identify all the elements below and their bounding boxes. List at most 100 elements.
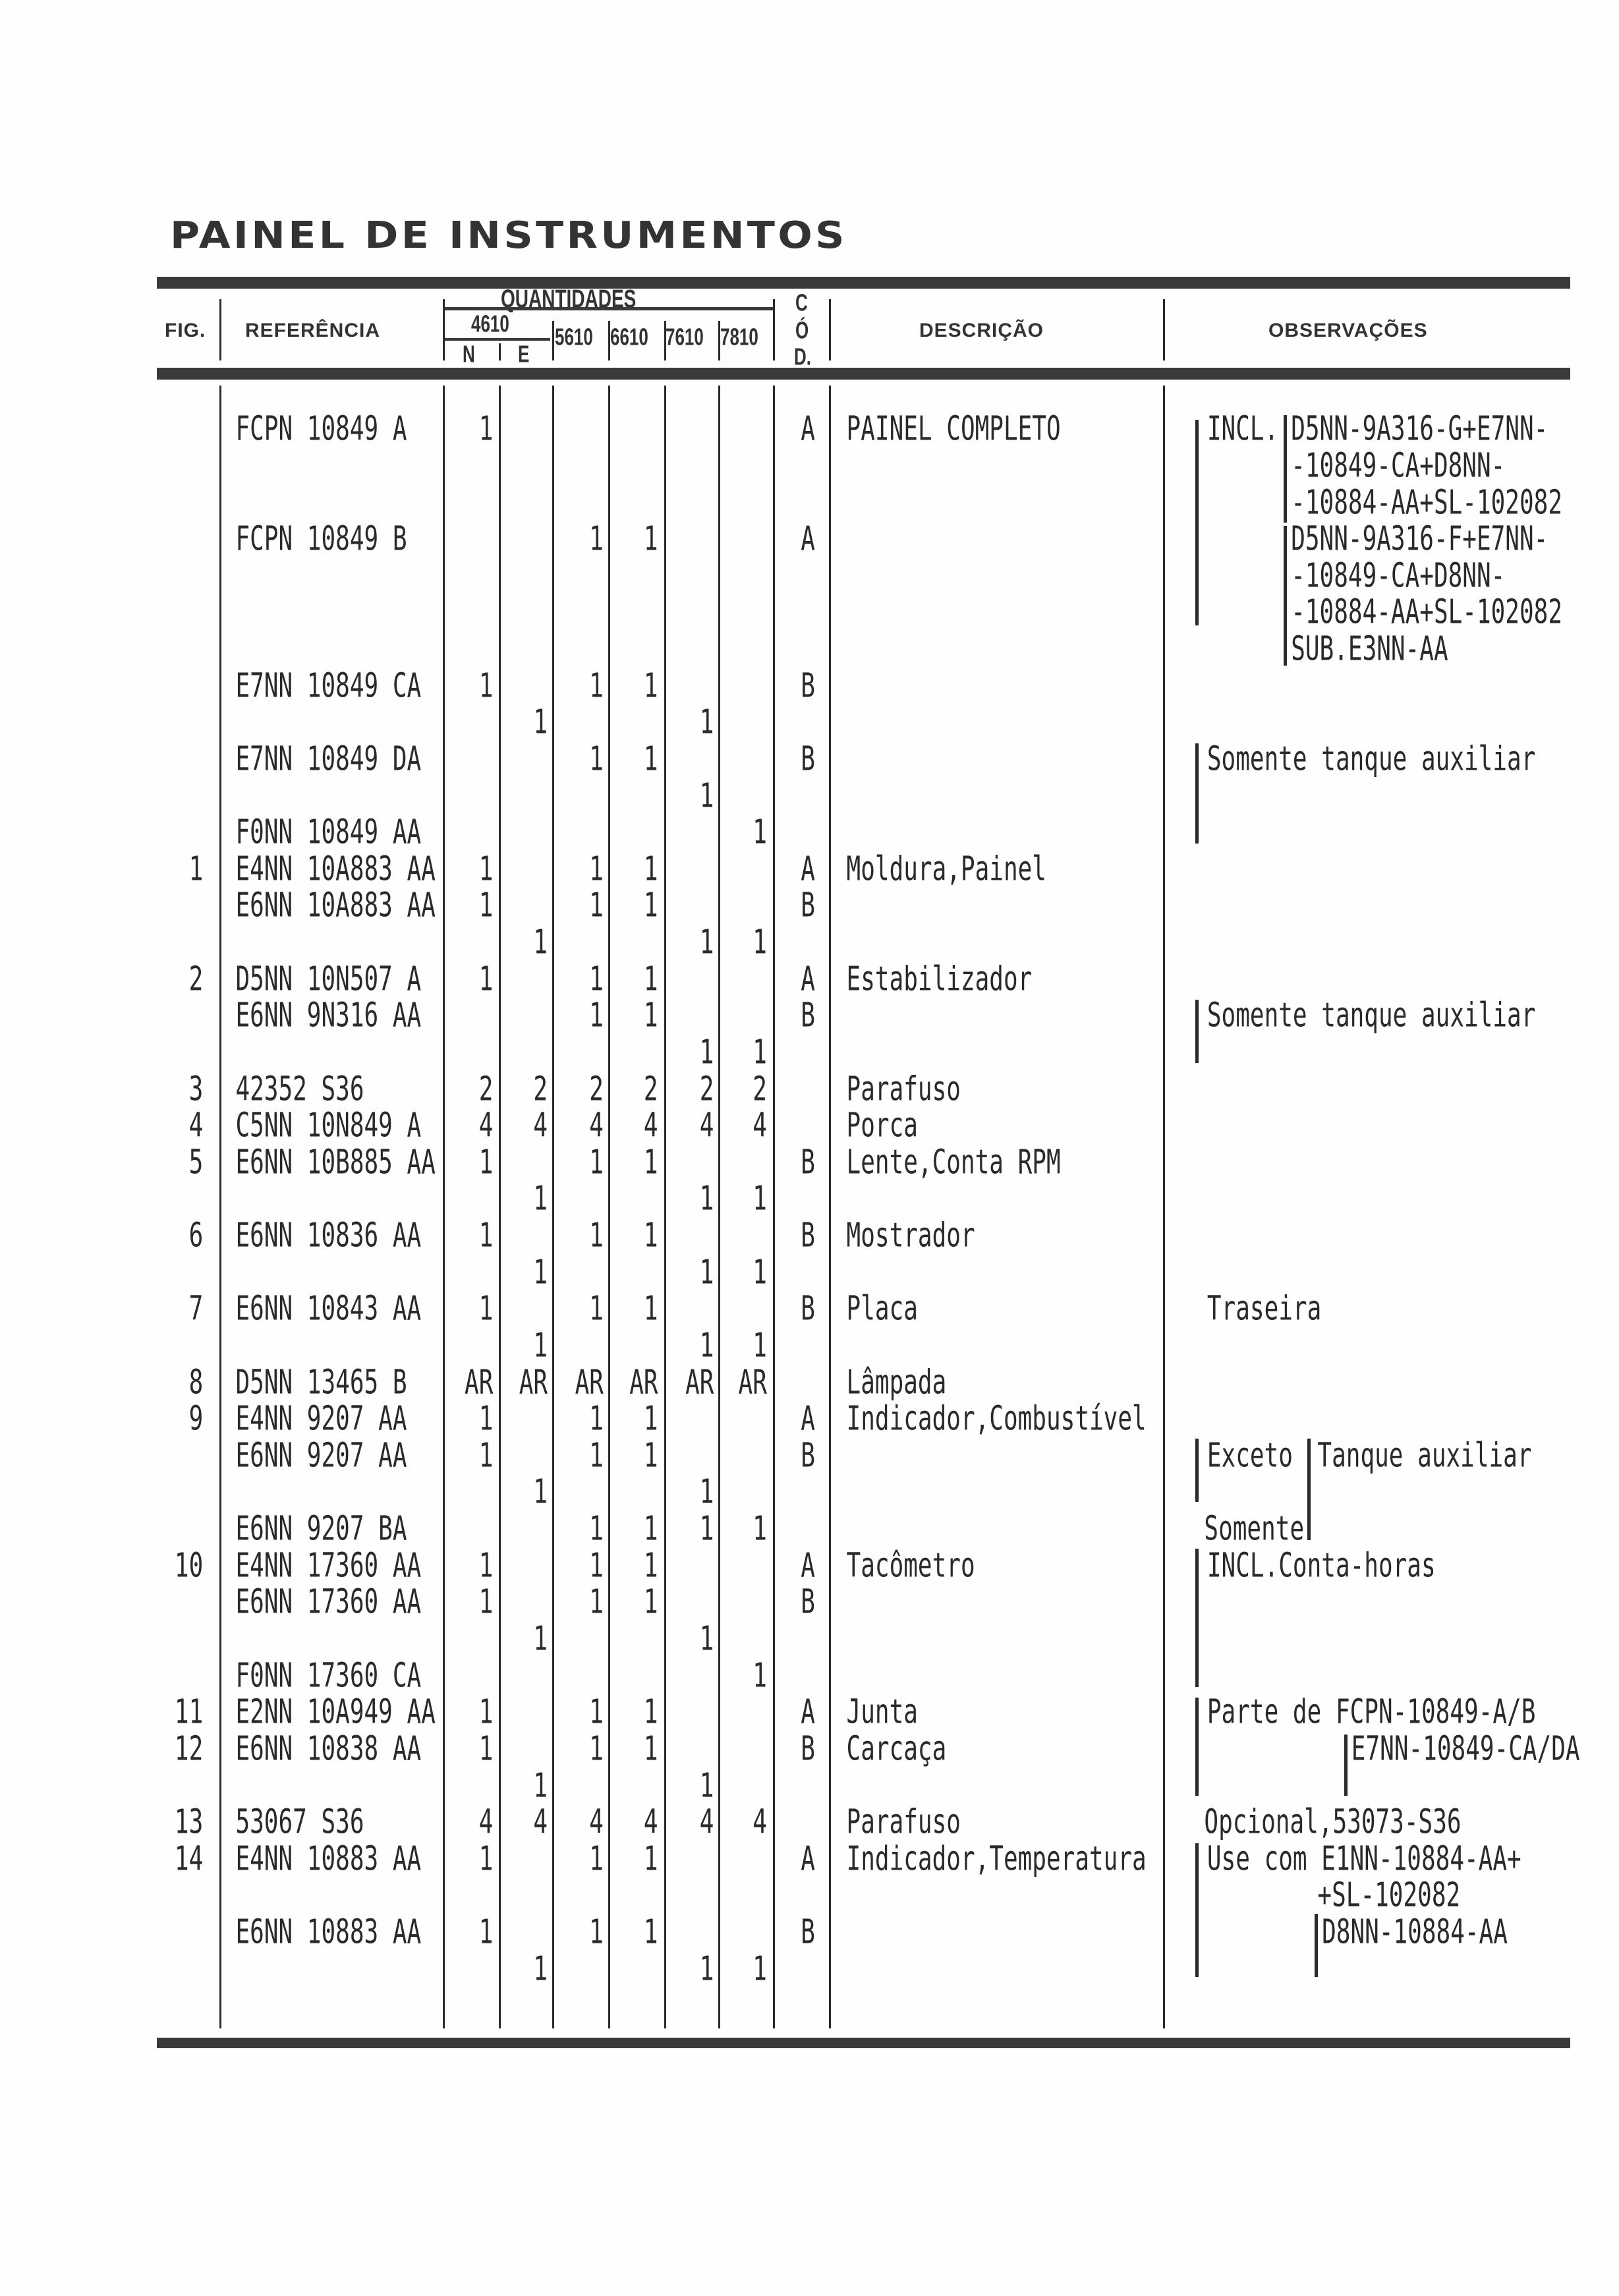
- cod-letter: A: [801, 520, 815, 559]
- header-divider: [219, 299, 221, 361]
- header-n: N: [463, 339, 475, 368]
- part-reference: E6NN 10A883 AA: [235, 887, 436, 925]
- quantity-cell: 1: [753, 1180, 767, 1219]
- quantity-cell: 1: [753, 1253, 767, 1292]
- quantity-cell: 1: [589, 1400, 604, 1439]
- observation-text: Somente tanque auxiliar: [1207, 996, 1536, 1035]
- fig-number: 14: [174, 1840, 204, 1878]
- observation-text: E7NN-10849-CA/DA: [1351, 1730, 1580, 1768]
- quantity-cell: 1: [589, 887, 604, 925]
- quantity-cell: 1: [478, 1400, 494, 1439]
- bracket-bar: [1307, 1438, 1311, 1540]
- observation-text: SUB.E3NN-AA: [1291, 630, 1448, 669]
- quantity-cell: 1: [478, 887, 494, 925]
- quantity-cell: AR: [685, 1363, 714, 1402]
- cod-letter: B: [801, 1217, 815, 1255]
- observation-text: Opcional,53073-S36: [1204, 1803, 1462, 1842]
- quantity-cell: 1: [589, 1217, 604, 1255]
- observation-text: -10884-AA+SL-102082: [1291, 484, 1563, 522]
- quantity-cell: 1: [643, 1400, 658, 1439]
- quantity-cell: 1: [643, 1693, 658, 1732]
- part-reference: FCPN 10849 B: [235, 520, 407, 559]
- quantity-cell: 1: [478, 1693, 494, 1732]
- quantity-cell: 4: [533, 1803, 548, 1842]
- quantity-cell: 1: [643, 1217, 658, 1255]
- quantity-cell: 1: [643, 1840, 658, 1878]
- quantity-cell: 4: [699, 1106, 714, 1145]
- column-divider: [552, 386, 554, 2029]
- part-reference: 53067 S36: [235, 1803, 364, 1842]
- header-top-rule: [157, 277, 1570, 289]
- quantity-cell: 1: [478, 960, 494, 998]
- quantity-cell: 1: [589, 996, 604, 1035]
- observation-text: Somente: [1204, 1510, 1305, 1549]
- cod-letter: A: [801, 1400, 815, 1439]
- part-reference: E4NN 10A883 AA: [235, 850, 436, 888]
- quantity-cell: 4: [699, 1803, 714, 1842]
- quantity-cell: 1: [699, 1180, 714, 1219]
- header-4610: 4610: [471, 309, 509, 337]
- cod-letter: B: [801, 667, 815, 705]
- observation-text: Tanque auxiliar: [1317, 1437, 1532, 1475]
- quantity-cell: 1: [699, 1767, 714, 1805]
- quantity-cell: 1: [699, 1033, 714, 1072]
- table-bottom-rule: [157, 2038, 1570, 2048]
- quantity-cell: 2: [699, 1070, 714, 1108]
- part-reference: E6NN 9207 BA: [235, 1510, 407, 1549]
- cod-letter: B: [801, 1437, 815, 1475]
- quantity-cell: 4: [643, 1803, 658, 1842]
- quantity-cell: 1: [478, 667, 494, 705]
- observation-text: D5NN-9A316-G+E7NN-: [1291, 410, 1548, 449]
- quantity-cell: 4: [753, 1106, 767, 1145]
- description: PAINEL COMPLETO: [846, 410, 1061, 449]
- bracket-bar: [1195, 1438, 1199, 1502]
- column-divider: [828, 386, 831, 2029]
- header-referencia: REFERÊNCIA: [245, 320, 381, 341]
- bracket-bar: [1195, 1549, 1199, 1688]
- quantity-cell: 1: [589, 1840, 604, 1878]
- quantity-cell: 1: [643, 740, 658, 778]
- column-divider: [443, 386, 445, 2029]
- bracket-bar: [1195, 743, 1199, 844]
- cod-letter: A: [801, 960, 815, 998]
- cod-letter: A: [801, 1547, 815, 1585]
- quantity-cell: 1: [589, 1290, 604, 1329]
- quantity-cell: 1: [589, 1510, 604, 1549]
- quantity-cell: 1: [478, 1290, 494, 1329]
- quantity-cell: 2: [753, 1070, 767, 1108]
- fig-number: 12: [174, 1730, 204, 1768]
- quantity-cell: 1: [478, 1217, 494, 1255]
- quantity-cell: 1: [643, 1730, 658, 1768]
- part-reference: D5NN 13465 B: [235, 1363, 407, 1402]
- quantity-cell: 1: [478, 410, 494, 449]
- description: Mostrador: [846, 1217, 975, 1255]
- cod-letter: B: [801, 740, 815, 778]
- part-reference: D5NN 10N507 A: [235, 960, 422, 998]
- header-cod-c: C: [795, 288, 808, 316]
- quantity-cell: AR: [629, 1363, 658, 1402]
- description: Parafuso: [846, 1803, 961, 1842]
- column-divider: [219, 386, 221, 2029]
- observation-text: Traseira: [1207, 1290, 1322, 1329]
- cod-letter: A: [801, 410, 815, 449]
- quantity-cell: 1: [478, 1730, 494, 1768]
- header-divider: [552, 321, 554, 361]
- observation-text: Parte de FCPN-10849-A/B: [1207, 1693, 1536, 1732]
- quantity-cell: 1: [643, 996, 658, 1035]
- 4610-underline: [445, 338, 550, 341]
- description: Carcaça: [846, 1730, 947, 1768]
- header-cod-d: D.: [794, 342, 811, 370]
- quantity-cell: 1: [478, 1143, 494, 1182]
- quantity-cell: 1: [643, 667, 658, 705]
- fig-number: 3: [188, 1070, 204, 1108]
- quantity-cell: 1: [478, 1583, 494, 1622]
- observation-text: -10849-CA+D8NN-: [1291, 557, 1506, 595]
- quantity-cell: 1: [699, 1474, 714, 1512]
- observation-text: +SL-102082: [1317, 1876, 1461, 1915]
- header-fig: FIG.: [165, 320, 206, 341]
- quantity-cell: 1: [643, 1437, 658, 1475]
- cod-letter: B: [801, 1583, 815, 1622]
- quantity-cell: 1: [699, 1253, 714, 1292]
- bracket-bar: [1284, 525, 1288, 666]
- quantity-cell: 1: [478, 850, 494, 888]
